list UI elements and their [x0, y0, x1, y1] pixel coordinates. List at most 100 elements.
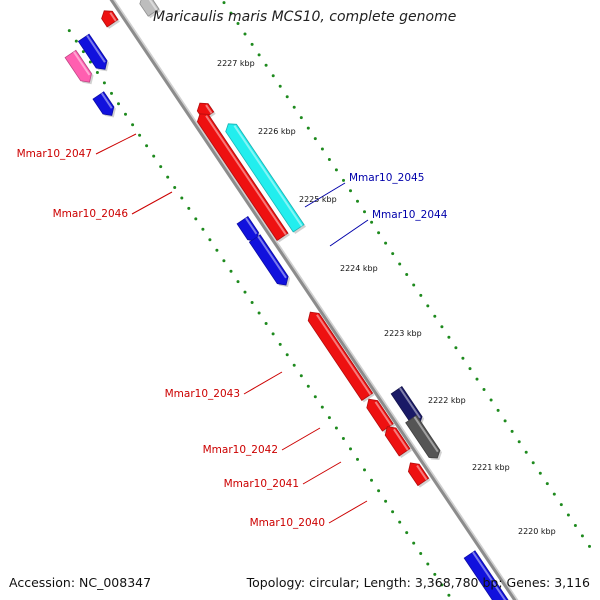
tick-dot	[250, 301, 254, 304]
tick-dot	[102, 81, 106, 85]
accession-text: Accession: NC_008347	[9, 575, 152, 590]
tick-dot	[166, 175, 170, 179]
gene-red-gene	[307, 311, 375, 403]
tick-dot	[377, 489, 381, 493]
tick-dot	[292, 363, 296, 367]
tick-dot	[229, 269, 233, 273]
tick-dot	[215, 248, 219, 252]
label-leader-line	[328, 500, 368, 524]
tick-dot	[306, 384, 310, 388]
tick-dot	[426, 304, 430, 308]
tick-dot	[180, 196, 184, 200]
tick-dot	[327, 416, 331, 420]
gene-label[interactable]: Mmar10_2043	[165, 388, 240, 400]
gene-highlight	[316, 314, 372, 396]
gene-blue-gene	[92, 91, 116, 118]
tick-dot	[370, 478, 373, 482]
tick-dot	[138, 133, 142, 137]
tick-label: 2224 kbp	[340, 264, 378, 273]
tick-dot	[475, 377, 479, 381]
tick-dot	[363, 210, 366, 214]
tick-dot	[384, 499, 388, 503]
gene-highlight	[257, 235, 287, 279]
tick-dot	[278, 84, 282, 88]
tick-dot	[538, 471, 542, 475]
label-leader-line	[302, 461, 342, 485]
tick-dot	[131, 123, 135, 127]
tick-dot-tracks	[67, 1, 591, 597]
tick-dot	[334, 168, 338, 172]
gene-label[interactable]: Mmar10_2045	[349, 172, 424, 184]
tick-dot	[327, 158, 331, 161]
label-leader-lines	[95, 133, 369, 524]
gene-red-gene	[366, 398, 396, 434]
gene-label[interactable]: Mmar10_2040	[250, 517, 325, 529]
tick-dot	[320, 147, 324, 151]
gene-body	[384, 426, 411, 457]
gene-highlight	[148, 0, 158, 11]
tick-dot	[419, 552, 423, 555]
inner-tick-track	[67, 29, 451, 597]
tick-dot	[271, 332, 275, 336]
tick-dot	[74, 39, 78, 43]
tick-label: 2227 kbp	[217, 59, 255, 68]
gene-blue-gene	[77, 33, 109, 72]
tick-dot	[370, 220, 374, 224]
gene-highlight	[205, 115, 287, 236]
tick-dot	[419, 293, 423, 297]
tick-dot	[433, 314, 437, 318]
tick-dot	[299, 116, 303, 120]
tick-dot	[285, 95, 289, 99]
tick-dot	[208, 238, 212, 242]
gene-red-gene	[196, 113, 290, 243]
gene-label[interactable]: Mmar10_2046	[53, 208, 129, 220]
label-leader-line	[95, 133, 137, 155]
tick-dot	[320, 405, 324, 409]
tick-dot	[243, 290, 247, 294]
tick-dot	[159, 165, 163, 169]
tick-dot	[187, 206, 191, 210]
tick-dot	[391, 252, 395, 256]
backbone-shadow	[111, 0, 519, 600]
tick-label: 2226 kbp	[258, 127, 296, 136]
tick-dot	[468, 367, 472, 371]
tick-label: 2222 kbp	[428, 396, 466, 405]
gene-body	[463, 550, 509, 600]
tick-label: 2223 kbp	[384, 329, 422, 338]
gene-gray-gene	[139, 0, 161, 19]
tick-dot	[489, 398, 493, 402]
tick-dot	[384, 241, 388, 245]
tick-label: 2221 kbp	[472, 463, 510, 472]
gene-label[interactable]: Mmar10_2041	[224, 478, 299, 490]
tick-dot	[447, 593, 451, 597]
gene-label[interactable]: Mmar10_2042	[203, 444, 278, 456]
tick-dot	[377, 231, 381, 235]
gene-highlight	[399, 387, 421, 419]
tick-dot	[117, 102, 120, 106]
tick-dot	[447, 335, 451, 339]
tick-dot	[313, 137, 317, 141]
gene-label[interactable]: Mmar10_2044	[372, 209, 448, 221]
tick-dot	[201, 227, 205, 231]
tick-dot	[243, 32, 247, 36]
tick-dot	[363, 468, 366, 472]
gene-body	[139, 0, 160, 17]
tick-dot	[257, 311, 261, 315]
gene-body	[77, 33, 108, 70]
tick-dot	[517, 440, 521, 444]
tick-dot	[313, 395, 317, 399]
backbone-line	[109, 0, 517, 600]
tick-dot	[278, 342, 282, 346]
tick-dot	[405, 531, 409, 535]
gene-pink-gene	[64, 49, 94, 85]
tick-dot	[264, 63, 268, 67]
tick-dot	[236, 22, 240, 25]
tick-dot	[229, 11, 233, 15]
tick-dot	[559, 503, 563, 507]
gene-label[interactable]: Mmar10_2047	[17, 148, 92, 160]
gene-highlight	[416, 465, 428, 481]
gene-highlight	[413, 416, 439, 453]
gene-highlight	[109, 12, 117, 22]
